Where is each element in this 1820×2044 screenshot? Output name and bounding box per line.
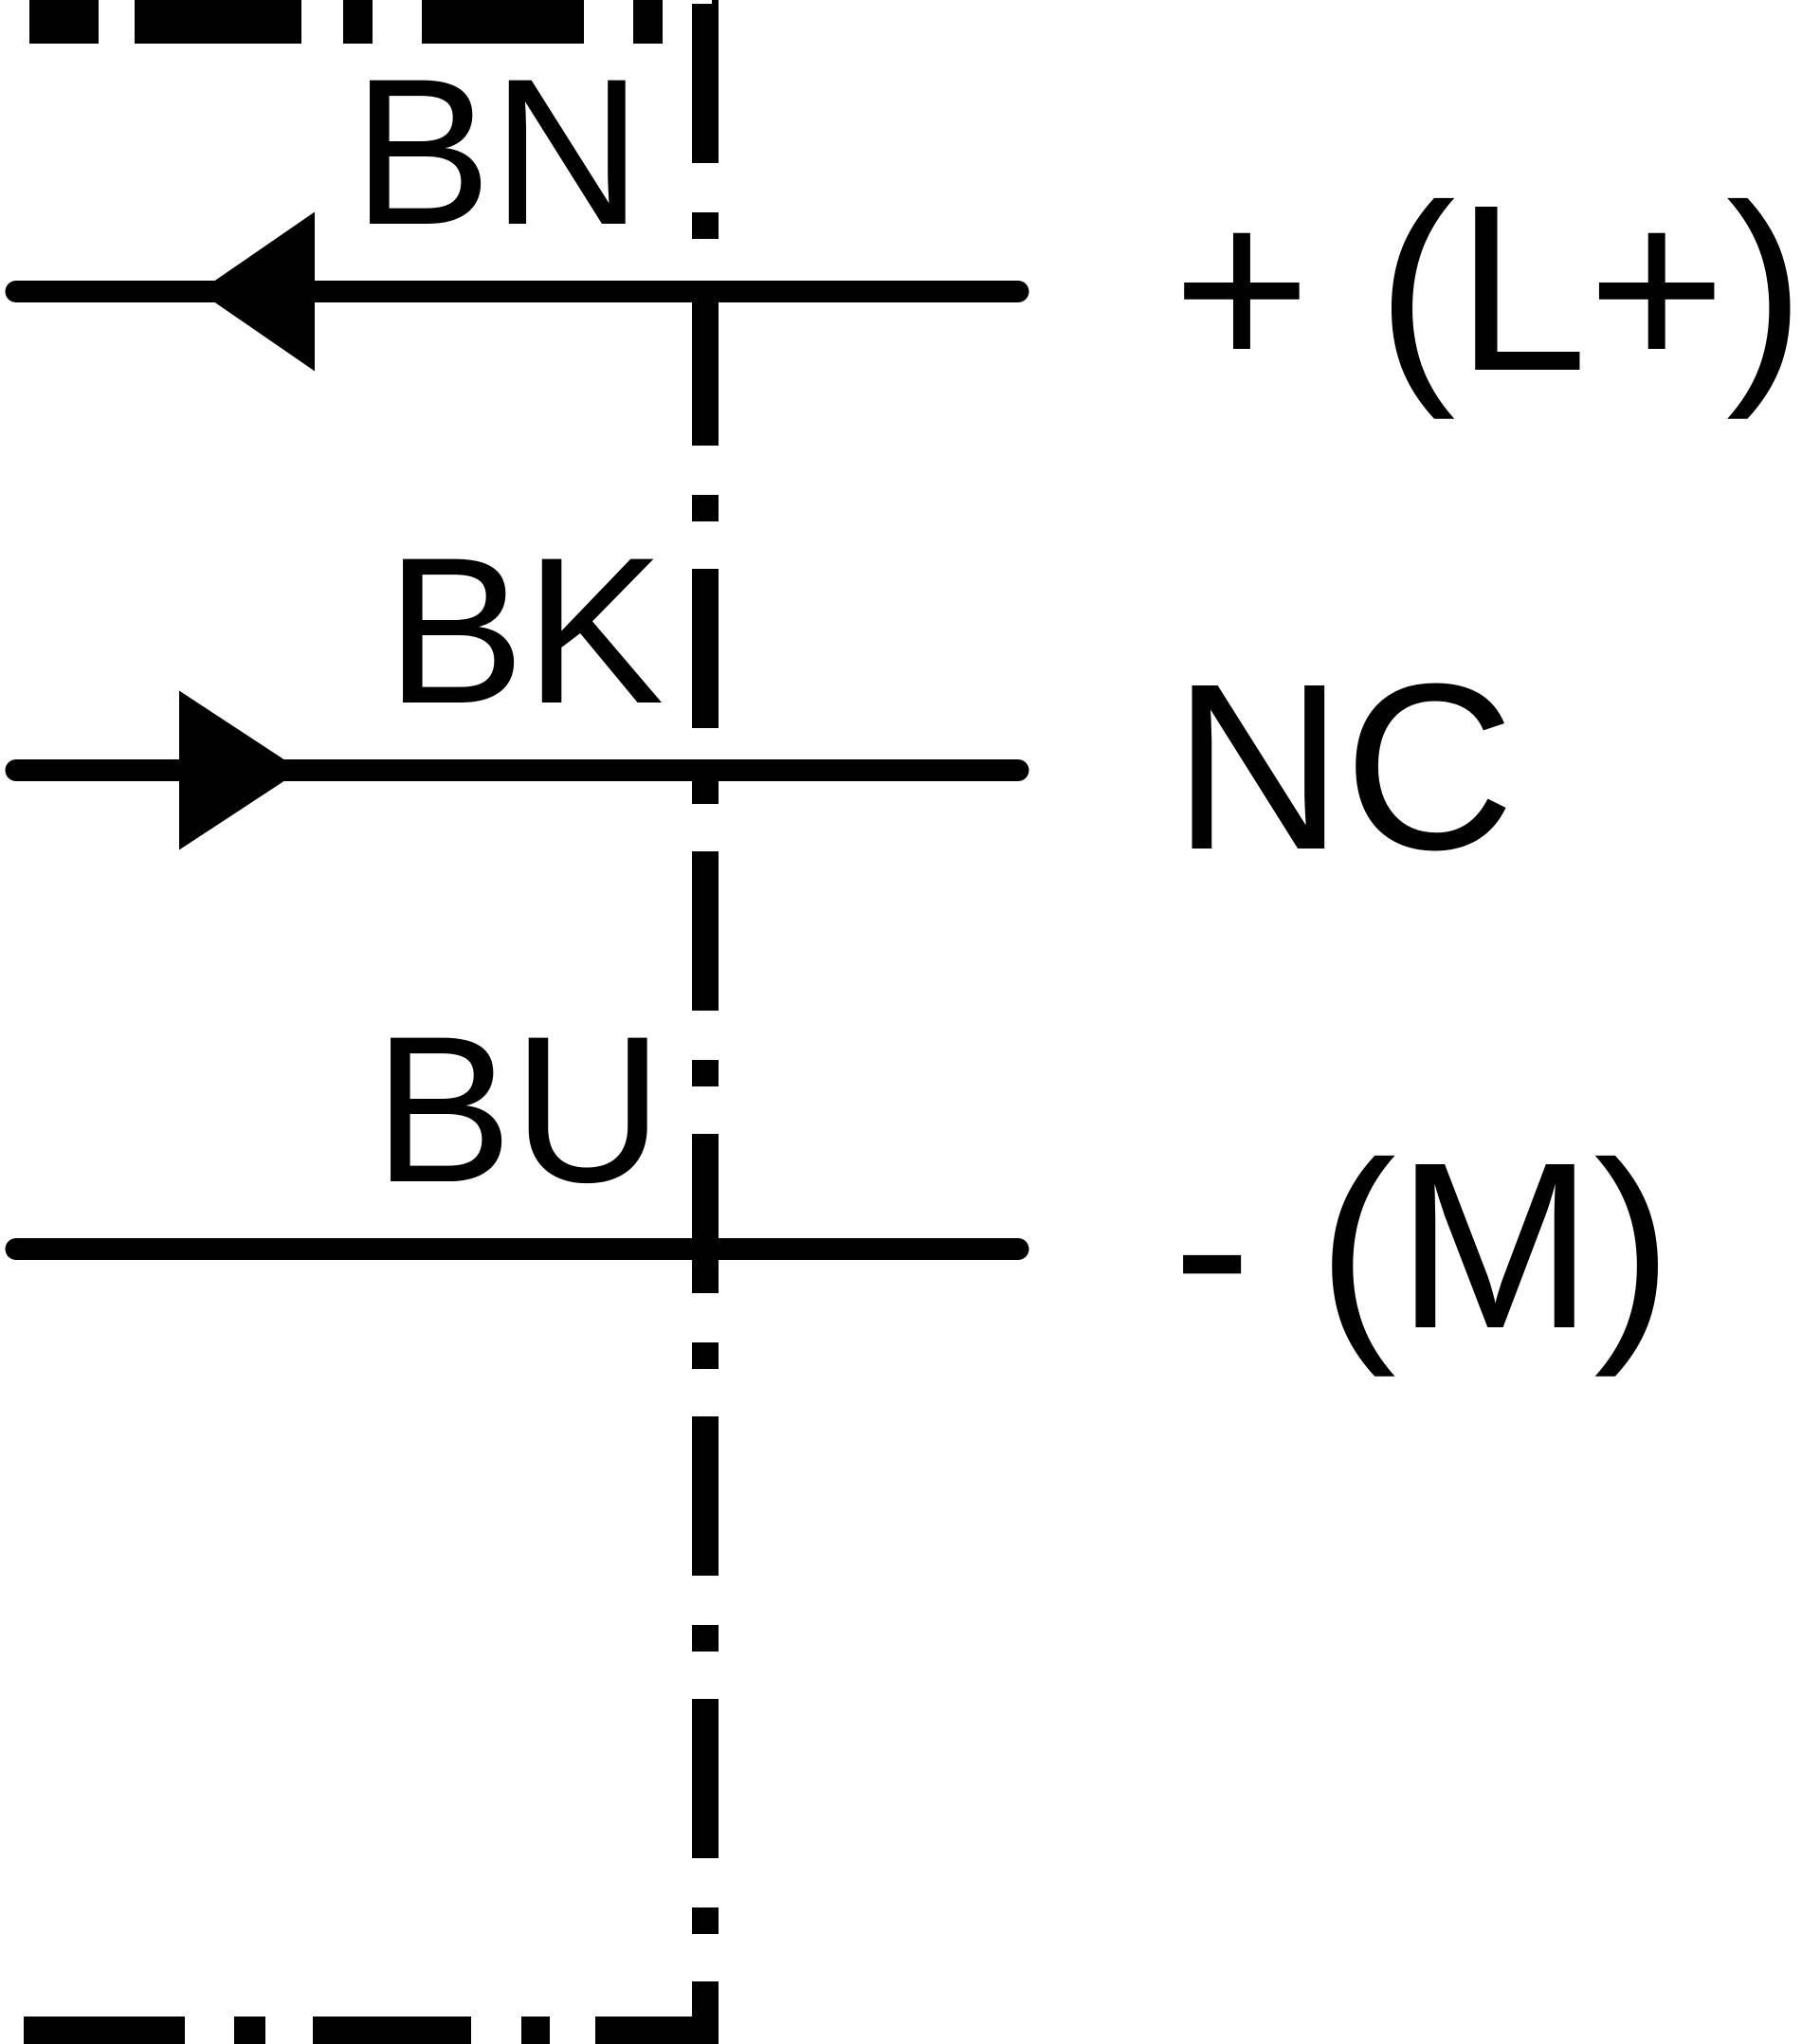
device-boundary [24,0,719,2044]
wire-row-bk: BK NC [5,514,1515,899]
wire-row-bu: BU - (M) [5,993,1672,1378]
arrow-left-icon [199,211,315,372]
terminal-label-l-plus: + (L+) [1173,155,1805,420]
wire-label-bu: BU [373,993,664,1226]
arrow-right-icon [179,690,300,850]
terminal-label-nc: NC [1173,634,1515,899]
wire-row-bn: BN + (L+) [5,35,1805,420]
terminal-label-m: - (M) [1173,1113,1672,1378]
wire-label-bn: BN [353,35,643,268]
wire-label-bk: BK [386,514,664,747]
